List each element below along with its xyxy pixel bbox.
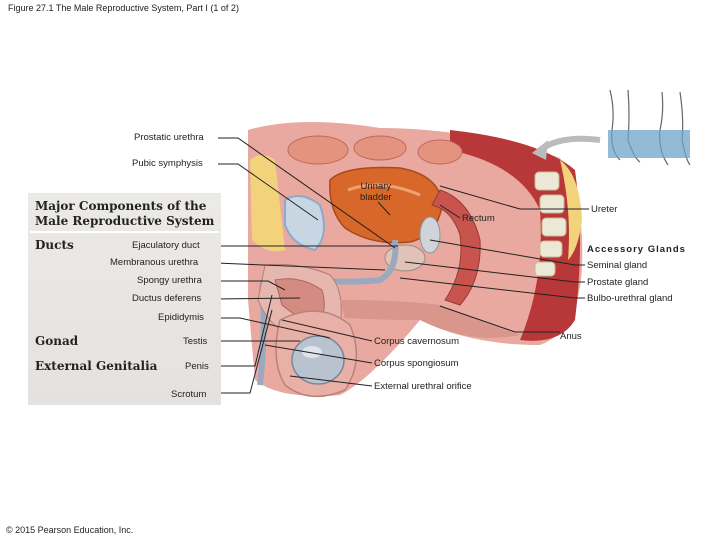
- copyright-notice: © 2015 Pearson Education, Inc.: [6, 525, 134, 535]
- leader-pubic-symphysis: [218, 163, 319, 221]
- label-scrotum: Scrotum: [171, 389, 207, 400]
- label-urinary-bladder-line1: Urinary: [360, 181, 392, 192]
- label-bulbo-urethral-gland: Bulbo-urethral gland: [587, 293, 673, 304]
- panel-title-line1: Major Components of the: [35, 199, 207, 213]
- label-ductus-deferens: Ductus deferens: [132, 293, 202, 304]
- label-prostate-gland: Prostate gland: [587, 277, 649, 288]
- leader-membranous-urethra: [215, 262, 386, 271]
- label-testis: Testis: [183, 336, 208, 347]
- leader-penis: [218, 294, 273, 367]
- fat-posterior: [560, 160, 582, 260]
- label-epididymis: Epididymis: [158, 312, 204, 323]
- label-rectum: Rectum: [462, 213, 495, 224]
- leader-prostatic-urethra: [218, 137, 396, 249]
- leader-epididymis: [214, 317, 331, 339]
- label-external-urethral-orifice: External urethral orifice: [374, 381, 472, 392]
- panel-divider: [30, 231, 219, 233]
- category-gonad: Gonad: [35, 334, 79, 348]
- panel-title-line2: Male Reproductive System: [35, 214, 215, 228]
- category-external-genitalia: External Genitalia: [35, 359, 158, 373]
- leader-urinary-bladder: [377, 201, 391, 216]
- leader-prostate-gland: [404, 261, 585, 283]
- label-urinary-bladder-line2: bladder: [360, 192, 392, 203]
- orientation-inset: [532, 89, 691, 166]
- pubic-symphysis: [284, 195, 325, 252]
- label-corpus-spongiosum: Corpus spongiosum: [374, 358, 459, 369]
- label-prostatic-urethra: Prostatic urethra: [134, 132, 204, 143]
- label-pubic-symphysis: Pubic symphysis: [132, 158, 203, 169]
- panel-title: Major Components of the Male Reproductiv…: [35, 199, 214, 229]
- rectum: [431, 189, 481, 306]
- label-penis: Penis: [185, 361, 209, 372]
- label-urinary-bladder: Urinary bladder: [360, 181, 392, 203]
- category-ducts: Ducts: [35, 238, 74, 252]
- label-corpus-cavernosum: Corpus cavernosum: [374, 336, 460, 347]
- intestines: [287, 135, 463, 165]
- leader-corpus-cavernosum: [281, 319, 373, 342]
- leader-external-urethral-orifice: [289, 375, 373, 387]
- leader-spongy-urethra: [216, 280, 286, 291]
- leader-ductus-deferens: [215, 297, 301, 300]
- components-panel: [28, 193, 221, 405]
- perineum: [340, 300, 520, 338]
- vertebrae: [534, 171, 567, 277]
- leader-scrotum: [218, 309, 273, 394]
- leader-rectum: [439, 204, 461, 219]
- leader-ureter: [439, 185, 589, 210]
- leader-seminal-gland: [429, 239, 585, 266]
- label-spongy-urethra: Spongy urethra: [137, 275, 202, 286]
- label-ureter: Ureter: [591, 204, 618, 215]
- figure-title: Figure 27.1 The Male Reproductive System…: [8, 3, 239, 13]
- leader-bulbo-urethral-gland: [399, 277, 585, 299]
- accessory-glands-heading: Accessory Glands: [587, 244, 686, 255]
- label-anus: Anus: [560, 331, 582, 342]
- label-seminal-gland: Seminal gland: [587, 260, 648, 271]
- leader-anus: [439, 305, 560, 333]
- label-ejaculatory-duct: Ejaculatory duct: [132, 240, 200, 251]
- leader-corpus-spongiosum: [264, 344, 373, 364]
- label-membranous-urethra: Membranous urethra: [110, 257, 199, 268]
- seminal-shape: [419, 216, 441, 254]
